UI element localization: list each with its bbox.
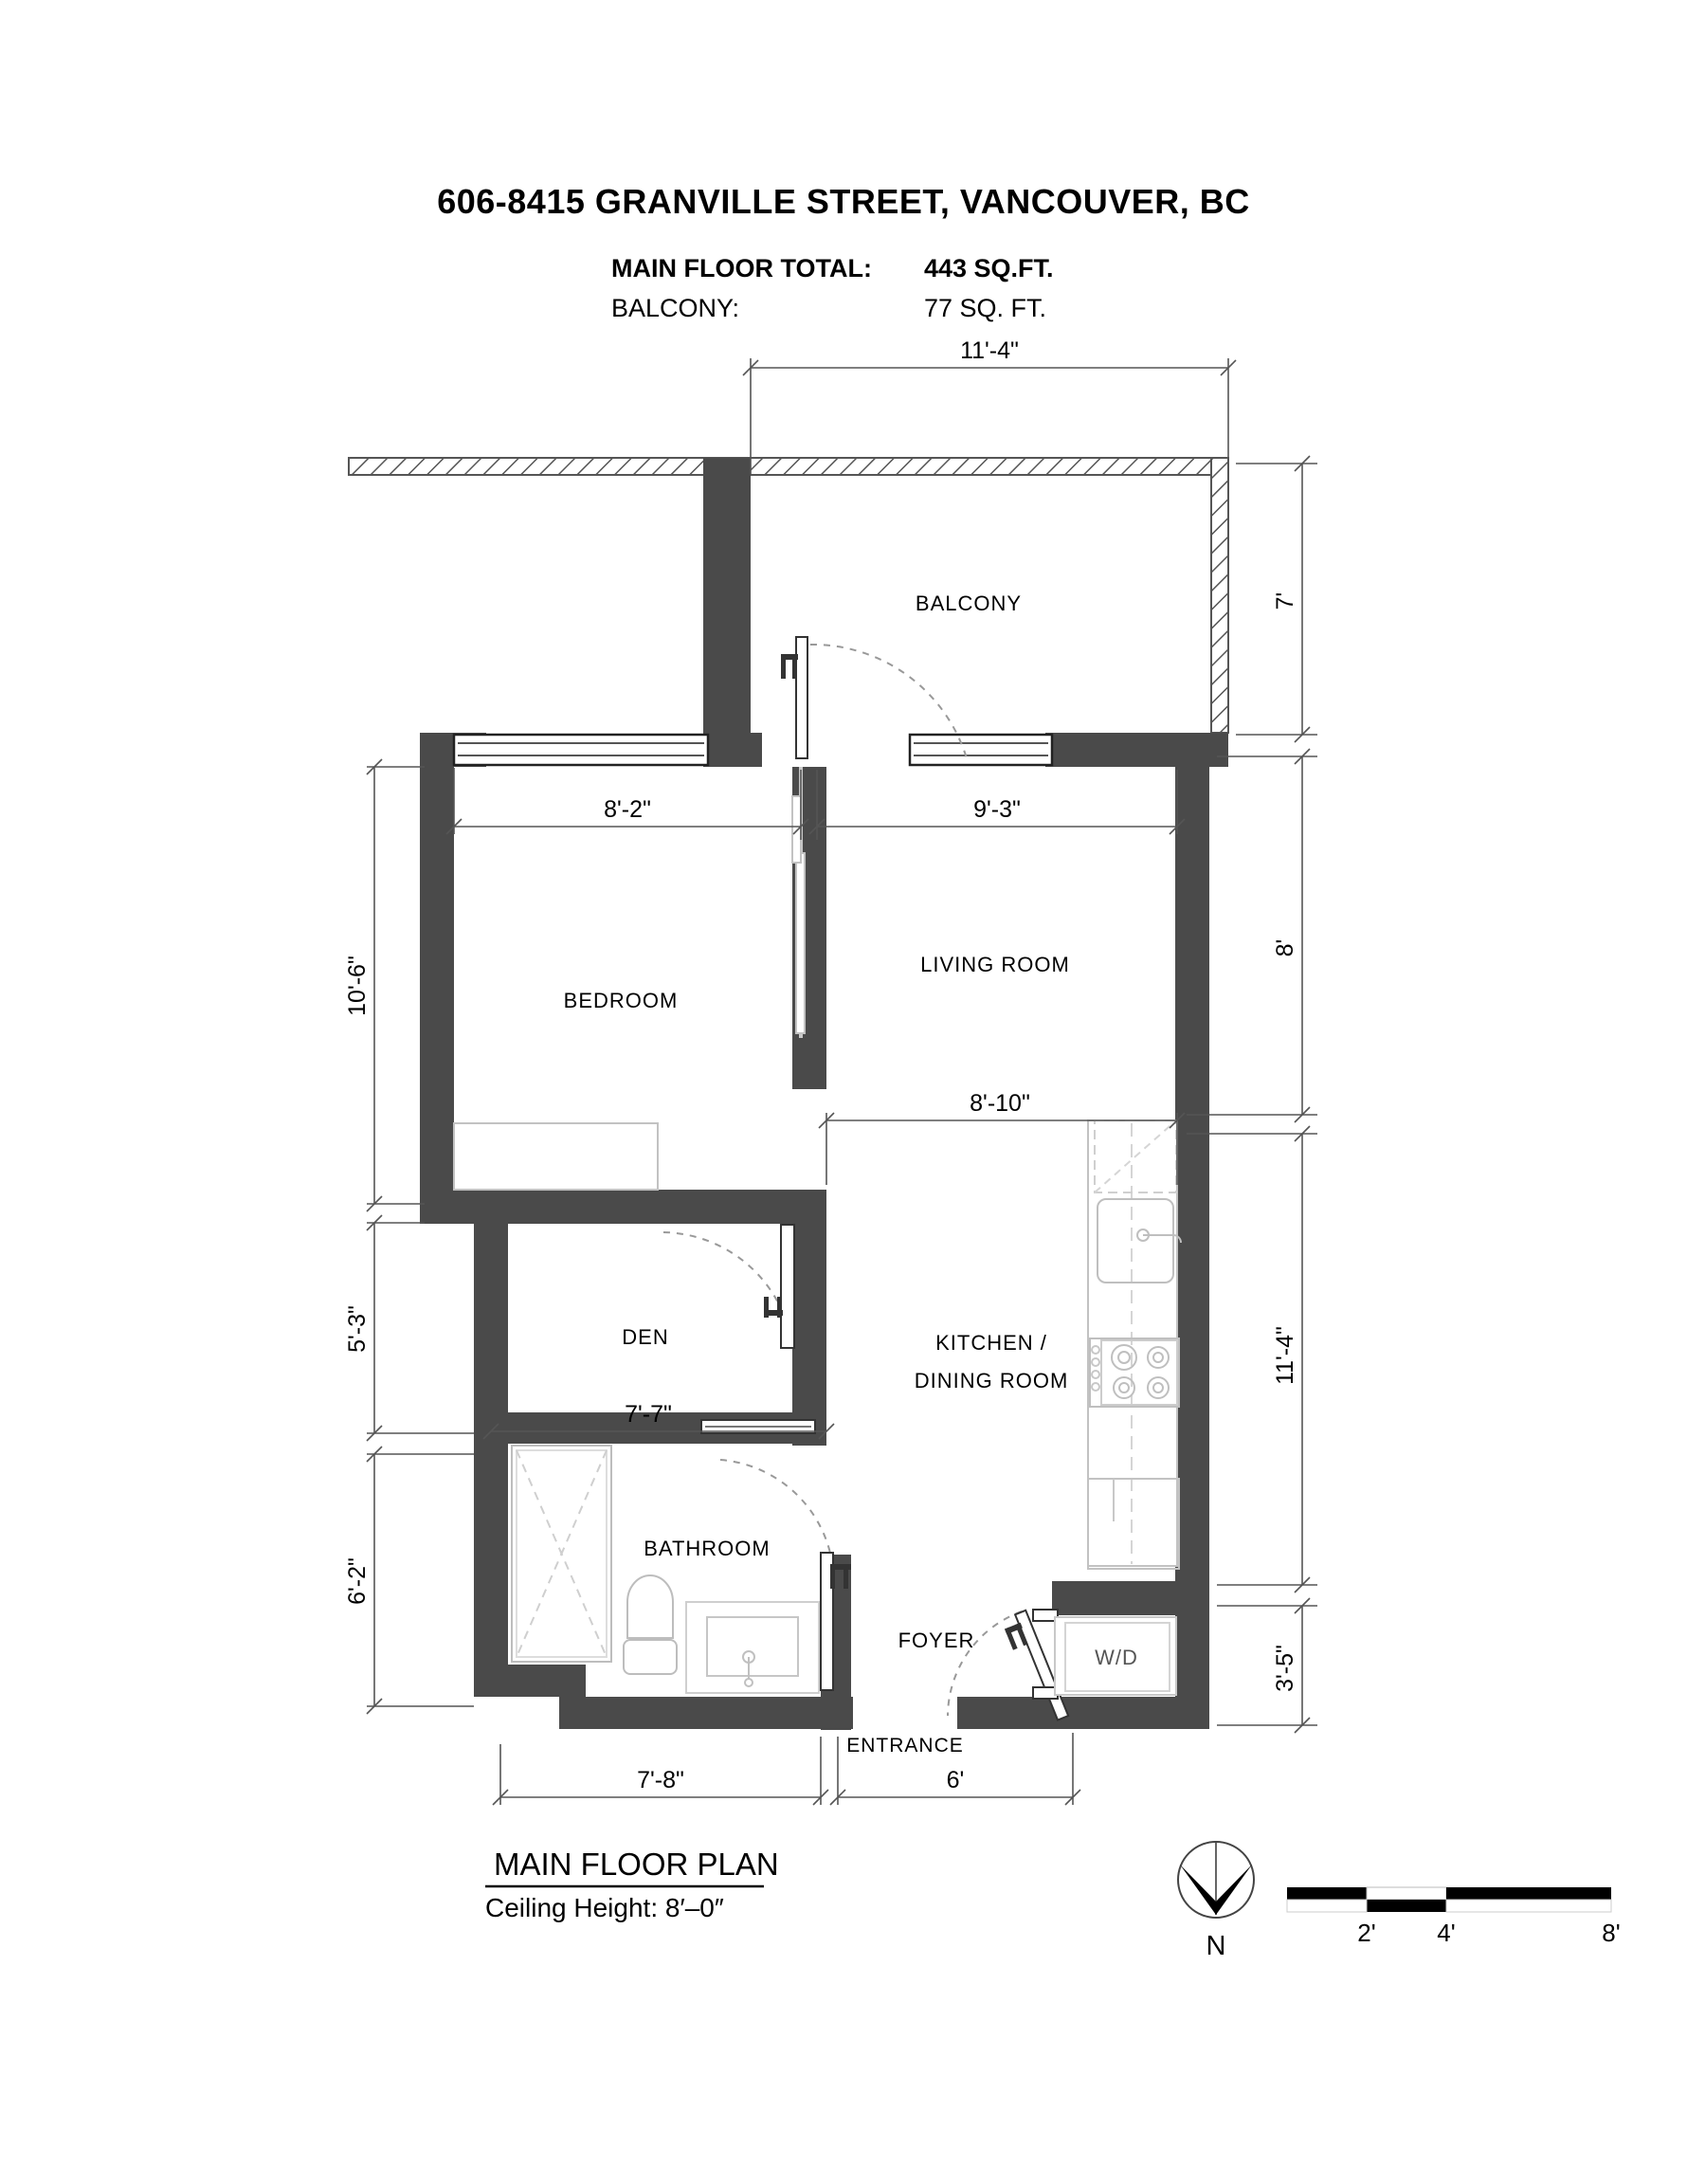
washer-dryer-unit [1054, 1616, 1177, 1696]
scale-tick-8ft: 8' [1602, 1919, 1620, 1947]
dimension-bedroom-depth: 10'-6" [344, 956, 371, 1016]
main-floor-total-label: MAIN FLOOR TOTAL: [611, 254, 872, 282]
scale-tick-4ft: 4' [1437, 1919, 1455, 1947]
dimension-bottom-left: 7'-8" [637, 1767, 684, 1793]
dimension-bottom-right: 6' [947, 1767, 965, 1793]
dimension-balcony-depth: 7' [1272, 592, 1298, 610]
dimension-living-width: 9'-3" [973, 796, 1021, 823]
dimension-living-depth: 8' [1272, 939, 1298, 957]
kitchen-fixtures [1087, 1119, 1182, 1570]
dimension-foyer-depth: 3'-5" [1272, 1645, 1298, 1692]
room-label-kitchen-line2: DINING ROOM [915, 1369, 1069, 1392]
door-bathroom [719, 1459, 851, 1691]
room-label-kitchen-line1: KITCHEN / [935, 1331, 1047, 1355]
wall-structure [420, 458, 1228, 1730]
dimension-balcony-width: 11'-4" [960, 337, 1019, 364]
room-label-balcony: BALCONY [916, 592, 1022, 615]
window-bedroom [452, 733, 710, 767]
scale-bar: 2' 4' 8' [1286, 1886, 1621, 1947]
bathroom-fixtures [511, 1445, 820, 1694]
room-label-bedroom: BEDROOM [564, 989, 679, 1012]
dimension-kitchen-width: 8'-10" [970, 1090, 1030, 1117]
bedroom-closet [453, 1122, 659, 1191]
room-label-washer-dryer: W/D [1095, 1646, 1138, 1669]
room-label-bathroom: BATHROOM [644, 1537, 770, 1560]
north-compass-icon: N [1177, 1841, 1255, 1961]
north-label: N [1206, 1931, 1226, 1961]
dimension-bathroom-depth: 6'-2" [344, 1557, 371, 1605]
door-balcony [781, 636, 968, 759]
scale-tick-2ft: 2' [1357, 1919, 1375, 1947]
room-label-den: DEN [622, 1325, 668, 1349]
balcony-area-label: BALCONY: [611, 294, 739, 322]
ceiling-height-note: Ceiling Height: 8′–0″ [485, 1893, 724, 1922]
label-entrance: ENTRANCE [846, 1735, 964, 1756]
page-title: 606-8415 GRANVILLE STREET, VANCOUVER, BC [437, 182, 1250, 221]
dimension-den-width: 7'-7" [625, 1401, 672, 1428]
laundry-closet-frame [1032, 1609, 1059, 1700]
bathroom-entry-track [700, 1419, 816, 1434]
window-living-room [908, 733, 1054, 767]
main-floor-total-value: 443 SQ.FT. [924, 254, 1054, 282]
dimension-bedroom-width: 8'-2" [604, 796, 651, 823]
door-den [662, 1224, 795, 1349]
dimension-kitchen-depth: 11'-4" [1272, 1326, 1298, 1385]
dimension-lines [366, 358, 1317, 1806]
plan-title: MAIN FLOOR PLAN [494, 1847, 779, 1882]
balcony-area-value: 77 SQ. FT. [924, 294, 1046, 322]
room-label-living-room: LIVING ROOM [920, 953, 1070, 976]
dimension-den-depth: 5'-3" [344, 1305, 371, 1353]
room-label-foyer: FOYER [898, 1629, 975, 1652]
